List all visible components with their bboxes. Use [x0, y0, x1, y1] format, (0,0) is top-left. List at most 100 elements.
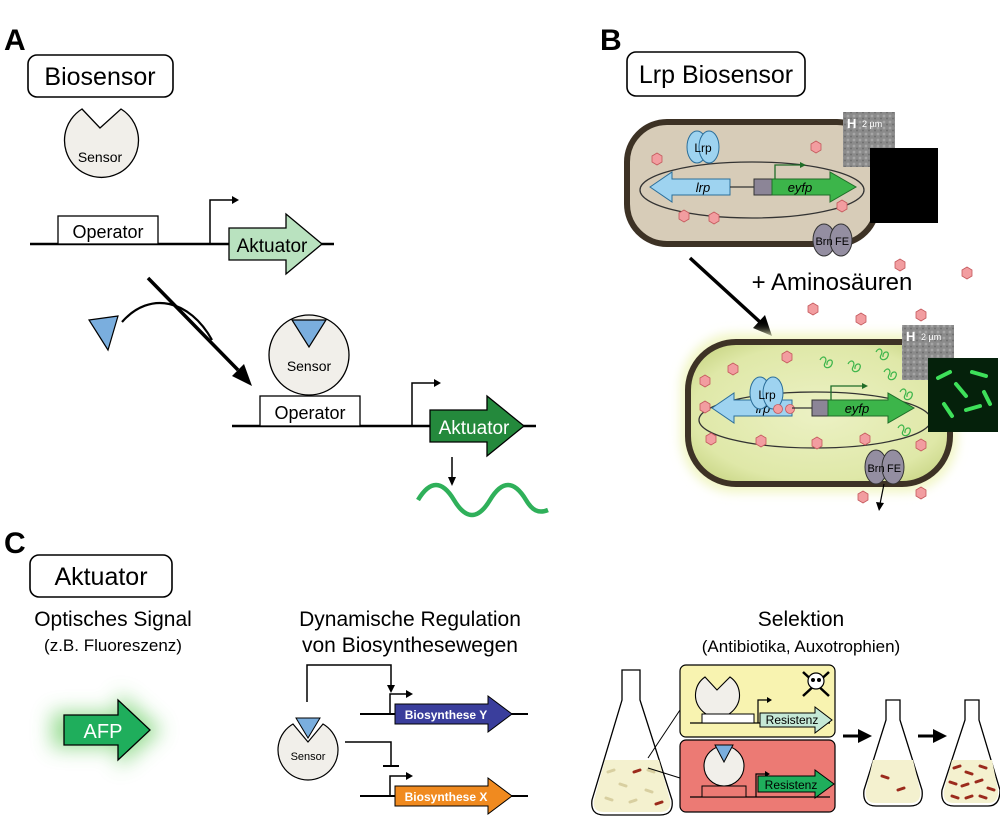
actuator-gene-active: [429, 394, 526, 458]
amino-acid: [915, 438, 927, 452]
promoter-region: [753, 178, 773, 196]
eyfp-gene-on: [827, 392, 916, 424]
selection-subtitle: (Antibiotika, Auxotrophien): [702, 637, 900, 656]
gene-biosynthese-y: [394, 695, 513, 733]
selection-title: Selektion: [758, 608, 844, 631]
amino-acid: [699, 374, 711, 388]
skull-eye: [811, 678, 815, 682]
amino-acid: [836, 199, 848, 213]
sel-promoter-off-head: [767, 697, 772, 703]
bound-amino-acid: [785, 404, 795, 414]
cell: [646, 768, 656, 774]
brnfe-transporter-right: [829, 223, 853, 257]
promoter-y-head: [406, 690, 413, 698]
promoter-arrow-head-bound: [434, 379, 441, 387]
fe-label: FE: [835, 236, 849, 248]
cell: [880, 774, 890, 780]
eyfp-protein: [897, 424, 911, 437]
ligand-shape: [87, 315, 119, 352]
operator-label-bound: Operator: [274, 403, 345, 423]
panel-a: A Biosensor Sensor Operator Aktuator Sen…: [4, 24, 549, 518]
eyfp-protein: [899, 388, 913, 401]
cell: [606, 768, 616, 774]
cell: [960, 782, 970, 788]
bound-amino-acid: [773, 404, 783, 414]
panel-a-letter: A: [4, 24, 26, 57]
lrp-protein-on-right: [762, 376, 784, 410]
fe-on-label: FE: [887, 463, 901, 475]
promoter-arrow-head: [232, 196, 239, 204]
amino-acid: [705, 432, 717, 446]
amino-acid: [810, 140, 822, 154]
fluorescence-image-off: [870, 148, 938, 223]
fluorescent-cells: [936, 370, 992, 418]
cell: [654, 800, 664, 806]
activation-arrow-head: [387, 685, 395, 693]
callout-line-top: [647, 709, 681, 759]
gene-y-label: Biosynthese Y: [405, 708, 487, 722]
operator-label: Operator: [72, 222, 143, 242]
eyfp-promoter-arrow-head: [800, 162, 806, 168]
flask-enriched-medium: [943, 760, 999, 803]
scale-bar-label: 2 µm: [862, 119, 882, 129]
cell: [964, 770, 974, 776]
panel-a-title-box: [27, 54, 174, 98]
lrp-protein-right: [698, 130, 720, 164]
promoter-region-on: [811, 399, 829, 417]
panel-b-title: Lrp Biosensor: [639, 61, 793, 89]
cell: [952, 764, 962, 770]
selection-arrow-2-head: [933, 729, 947, 743]
amino-acids-external: [807, 258, 973, 326]
activation-line: [306, 664, 392, 702]
optical-title: Optisches Signal: [34, 608, 192, 631]
eyfp-protein: [819, 356, 833, 369]
amino-acids-off: [651, 140, 848, 225]
amino-acid: [894, 258, 906, 272]
gene-biosynthese-x: [394, 777, 513, 815]
eyfp-proteins: [819, 348, 913, 437]
actuator-label-active: Aktuator: [439, 418, 510, 439]
brn-label: Brn: [815, 236, 832, 248]
promoter-y: [389, 693, 408, 714]
promoter-x-head: [406, 772, 413, 780]
cell: [948, 780, 958, 786]
flask-selected-medium: [865, 760, 921, 803]
flask-selected-cells: [880, 774, 906, 792]
eyfp-protein: [847, 360, 861, 373]
panel-c-title: Aktuator: [54, 563, 147, 591]
amino-acid: [678, 209, 690, 223]
fluorescent-cell: [936, 370, 952, 380]
panel-a-title: Biosensor: [44, 63, 155, 91]
cell: [628, 798, 638, 804]
operator-box: [57, 215, 159, 245]
fluorescent-cell: [982, 390, 992, 406]
bound-sensor-shape: [268, 314, 350, 396]
amino-acid: [859, 432, 871, 446]
promoter-arrow-bound: [411, 382, 434, 426]
actuator-label: Aktuator: [237, 236, 308, 257]
skull-eye: [817, 678, 821, 682]
cell: [644, 788, 654, 794]
scale-bar-icon: H: [847, 116, 856, 131]
flask-enriched-cells: [948, 764, 996, 800]
eyfp-gene: [771, 171, 858, 203]
cell: [950, 794, 960, 800]
optical-subtitle: (z.B. Fluoreszenz): [44, 636, 182, 655]
afp-gene: [63, 698, 151, 762]
cell: [604, 796, 614, 802]
sensor-shape: [63, 108, 140, 179]
sensor-label: Sensor: [78, 149, 123, 165]
cell: [986, 786, 996, 792]
transition-arrow-head: [232, 364, 252, 386]
dyn-sensor-label: Sensor: [291, 751, 326, 763]
treatment-label: + Aminosäuren: [752, 269, 913, 296]
panel-c: C Aktuator Optisches Signal (z.B. Fluore…: [4, 527, 1000, 816]
export-arrow: [879, 483, 885, 505]
gene-x-label: Biosynthese X: [405, 790, 488, 804]
actuator-gene: [228, 212, 324, 276]
dynamic-title: Dynamische Regulation: [299, 608, 521, 631]
eyfp-protein: [883, 368, 897, 381]
eyfp-promoter-arrow-on-head: [862, 383, 868, 389]
transition-arrow-b-head: [753, 315, 772, 336]
sel-promoter-on: [755, 773, 766, 797]
